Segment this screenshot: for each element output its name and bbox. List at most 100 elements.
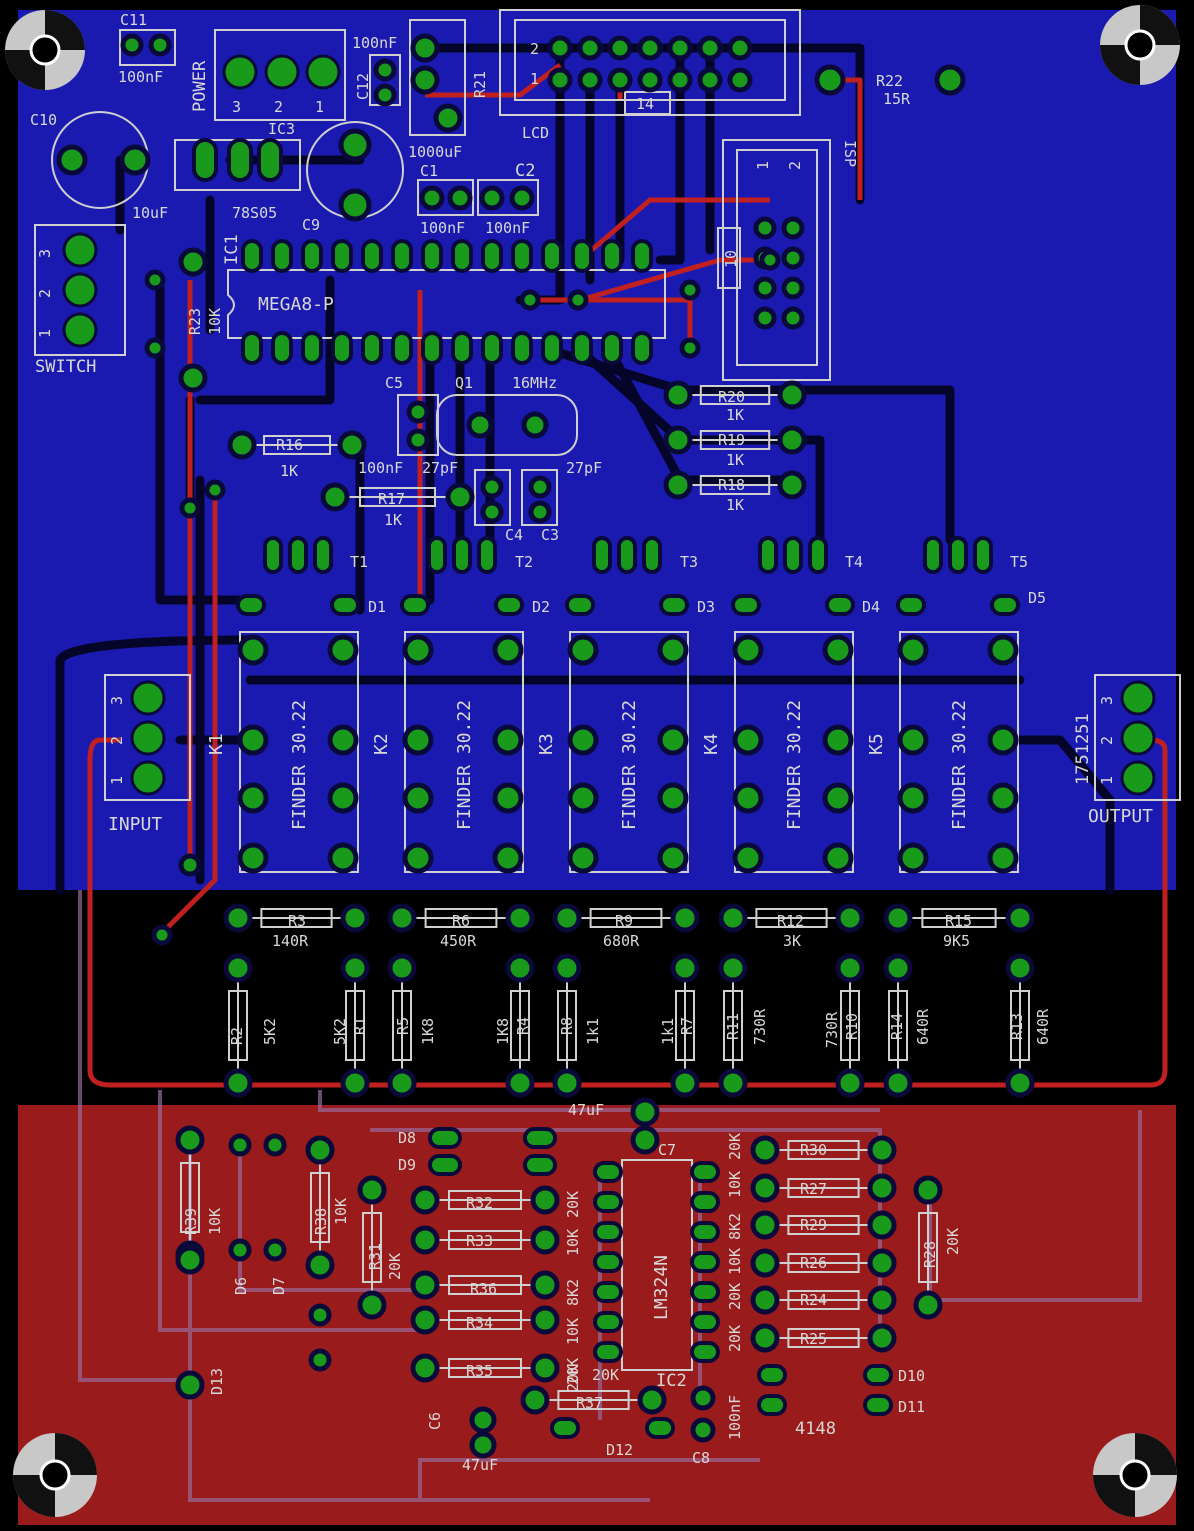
resistor-body [448,1230,522,1250]
diode-pad [428,1154,462,1176]
label-r28: R28 [921,1241,939,1268]
label-c2: C2 [515,161,535,181]
label-c5-value: 100nF [358,459,403,477]
resistor-pad [505,903,535,933]
resistor-pad [867,1210,897,1240]
relay-k5 [899,631,1019,873]
label-k2-finder: FINDER 30.22 [454,700,475,830]
label-c8-value: 100nF [726,1395,744,1440]
resistor-pad [750,1285,780,1315]
relay-pad [897,842,929,874]
mcu-pin [541,331,563,365]
resistor-pad [718,953,748,983]
label-d1: D1 [368,598,386,616]
resistor-body [448,1310,522,1330]
label-c6-value: 47uF [462,1456,498,1474]
diode-pad [330,594,360,616]
label-d9: D9 [398,1156,416,1174]
label-4148: 4148 [795,1419,836,1439]
label-k3: K3 [536,733,557,755]
label-ic2: IC2 [656,1371,687,1391]
resistor-pad [552,953,582,983]
ic-pin [593,1341,623,1363]
label-k5-finder: FINDER 30.22 [949,700,970,830]
label-t4: T4 [845,553,863,571]
label-c10: C10 [30,111,57,129]
label-r37-value-b: 20K [592,1366,619,1384]
mcu-pin [481,331,503,365]
via [144,337,166,359]
resistor-pad [867,1135,897,1165]
label-r10: R10 [843,1013,861,1040]
label-r29-value: 8K2 [726,1213,744,1240]
label-power: POWER [190,60,210,112]
label-isp: ISP [841,140,859,167]
label-q1: Q1 [455,374,473,392]
label-input-3: 3 [108,696,126,705]
d6-pad [228,1133,252,1157]
label-k1-finder: FINDER 30.22 [289,700,310,830]
label-r29: R29 [800,1216,827,1234]
resistor-body [510,990,530,1061]
label-r28-value: 20K [944,1228,962,1255]
label-d13: D13 [208,1368,226,1395]
isp-pad [781,276,805,300]
resistor-body [787,1328,860,1348]
resistor-pad [835,1068,865,1098]
c12-pad [373,83,397,107]
relay-pad [897,724,929,756]
label-r39-value: 10K [206,1208,224,1235]
d13-pad [175,1370,205,1400]
r23-pad [178,247,208,277]
crystal-pad [466,411,494,439]
label-c3-value: 27pF [566,459,602,477]
label-r11: R11 [724,1013,742,1040]
resistor-pad [718,903,748,933]
mcu-pin [271,239,293,273]
resistor-pad [410,1305,440,1335]
label-78s05: 78S05 [232,204,277,222]
isp-pad [781,306,805,330]
lcd-pad [697,67,723,93]
label-r21: R21 [471,71,489,98]
label-r17: R17 [378,490,405,508]
resistor-pad [750,1248,780,1278]
label-output-1: 1 [1098,776,1116,785]
diode-pad [236,594,266,616]
diode-pad [863,1364,893,1386]
resistor-body [675,990,695,1061]
resistor-pad [867,1248,897,1278]
mcu-pin [571,239,593,273]
label-d3: D3 [697,598,715,616]
relay-k1 [239,631,359,873]
r21-pad [433,103,463,133]
resistor-pad [718,1068,748,1098]
resistor-pad [883,1068,913,1098]
label-r8: R8 [558,1017,576,1035]
label-r12-value: 3K [783,932,801,950]
label-c12-value: 100nF [352,34,397,52]
mcu-pin [301,239,323,273]
ic-pin [690,1341,720,1363]
mcu-pin [421,239,443,273]
label-k1: K1 [206,733,227,755]
label-r22: R22 [876,72,903,90]
label-r2: R2 [228,1027,246,1045]
relay-pad [402,634,434,666]
resistor-body [840,990,860,1061]
mcu-pin [571,331,593,365]
resistor-pad [410,1185,440,1215]
label-r14: R14 [888,1013,906,1040]
resistor-bodies [180,385,1030,1410]
label-r20-value: 1K [726,406,744,424]
label-c1-value: 100nF [420,219,465,237]
label-r19: R19 [718,431,745,449]
label-r12: R12 [777,912,804,930]
resistor-body [755,908,828,928]
mcu-pin [271,331,293,365]
resistor-pad [750,1173,780,1203]
ic-pin [690,1251,720,1273]
label-r32-value: 20K [564,1191,582,1218]
mcu-pin [481,239,503,273]
